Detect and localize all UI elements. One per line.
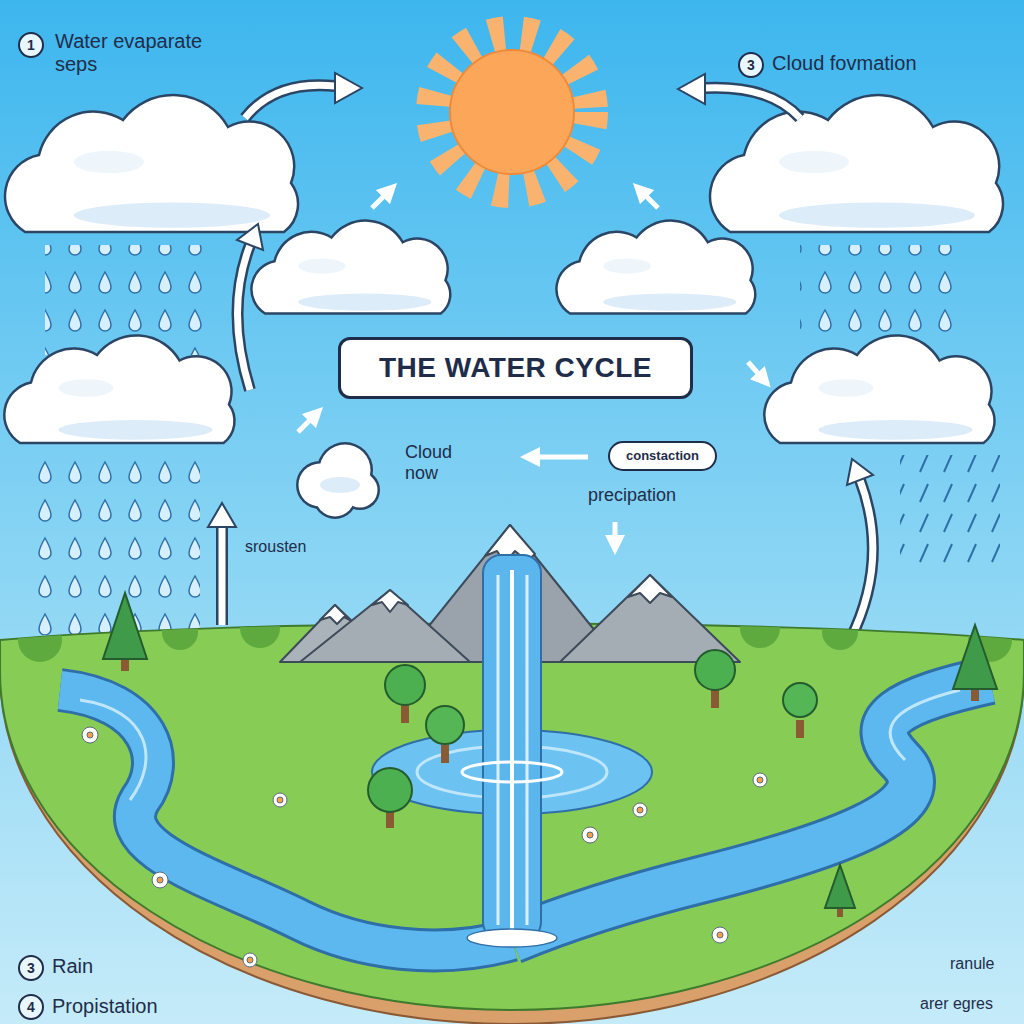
step-label: srousten bbox=[245, 538, 306, 556]
small-arrows bbox=[298, 190, 764, 545]
flowers bbox=[82, 727, 767, 967]
step-label: Propistation bbox=[52, 995, 158, 1018]
step-label: Water evaparate seps bbox=[55, 30, 230, 76]
step-label: Rain bbox=[52, 955, 93, 978]
callout-number: 4 bbox=[18, 994, 44, 1020]
process-pill: constaction bbox=[608, 441, 717, 471]
cycle-arrows bbox=[208, 73, 873, 640]
small-cloud bbox=[296, 442, 380, 519]
clouds bbox=[4, 95, 1003, 443]
sun bbox=[434, 34, 590, 190]
waterfall bbox=[372, 555, 652, 947]
title-banner: THE WATER CYCLE bbox=[338, 337, 693, 399]
step-label: Cloud fovmation bbox=[772, 52, 917, 75]
step-label: precipation bbox=[588, 485, 676, 506]
callout-number: 3 bbox=[18, 955, 44, 981]
callout-number: 1 bbox=[18, 32, 44, 58]
node-text: constaction bbox=[626, 448, 699, 464]
step-label: Cloud now bbox=[405, 442, 475, 483]
callout-number: 3 bbox=[738, 52, 764, 78]
note-label: ranule bbox=[950, 955, 994, 973]
note-label: arer egres bbox=[920, 995, 993, 1013]
trees bbox=[103, 593, 997, 917]
